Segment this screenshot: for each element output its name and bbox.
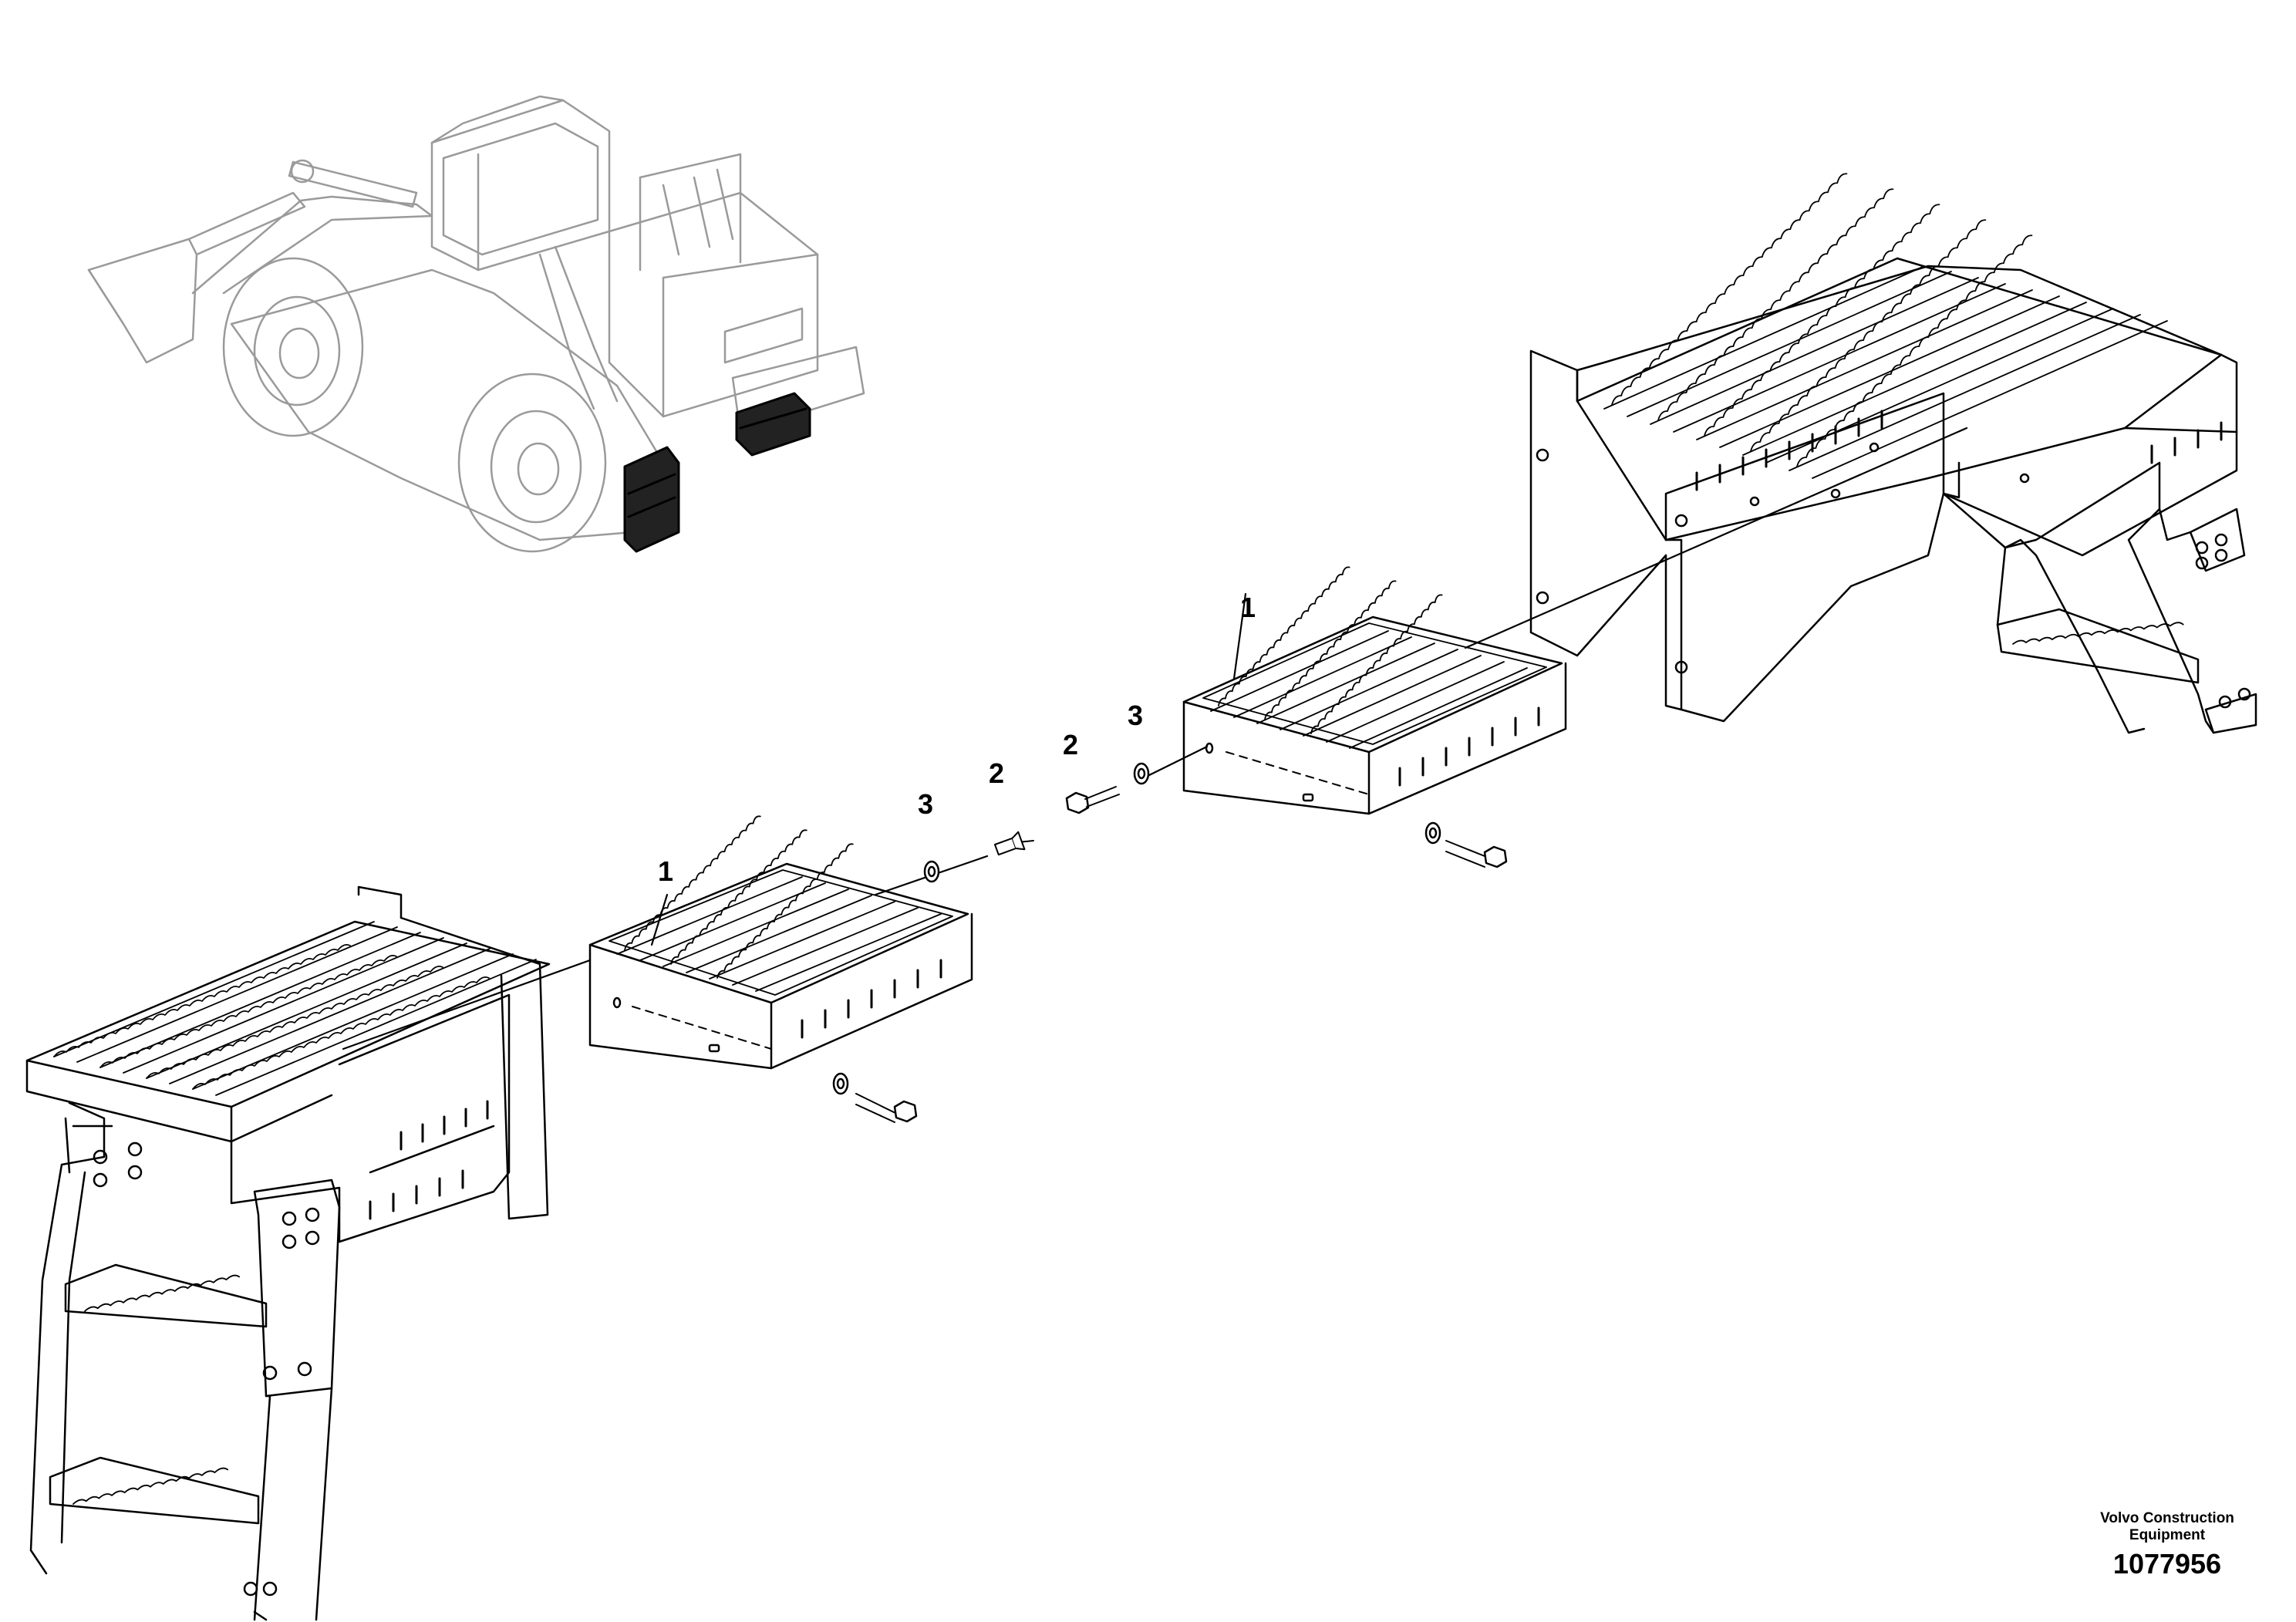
fasteners xyxy=(832,762,1508,1123)
title-block: Volvo Construction Equipment 1077956 xyxy=(2052,1510,2283,1581)
left-step-ladder-assembly xyxy=(25,885,551,1621)
assembly-lines xyxy=(342,427,1968,1050)
manufacturer-name-line-2: Equipment xyxy=(2129,1527,2206,1543)
right-step-ladder-assembly xyxy=(1529,173,2257,734)
drawing-number: 1077956 xyxy=(2112,1548,2222,1580)
step-box-upper xyxy=(1182,566,1567,815)
step-box-lower xyxy=(588,815,973,1070)
callout-1-upper: 1 xyxy=(1240,592,1256,623)
wheel-loader-overview xyxy=(87,95,865,553)
callout-2-lower: 2 xyxy=(989,757,1004,789)
manufacturer-name-line-1: Volvo Construction xyxy=(2100,1510,2234,1526)
callout-3-upper: 3 xyxy=(1128,700,1143,731)
callouts: 1 3 2 2 3 1 xyxy=(658,592,1256,887)
callout-1-lower: 1 xyxy=(658,855,673,887)
callout-3-lower: 3 xyxy=(918,788,933,820)
callout-2-upper: 2 xyxy=(1063,729,1078,760)
